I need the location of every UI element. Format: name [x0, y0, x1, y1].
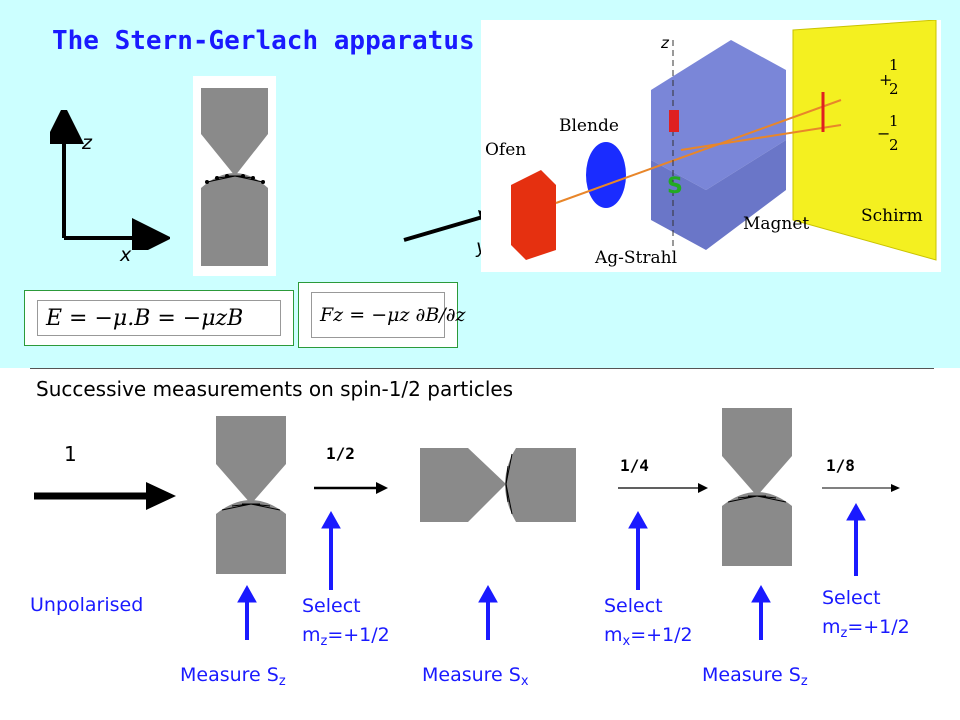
beam-arrow-half [314, 482, 388, 494]
magnet-sz-2 [722, 408, 792, 566]
z-axis-label: z [82, 132, 92, 154]
intensity-eighth: 1/8 [826, 456, 855, 475]
minus-sign: − [877, 124, 891, 143]
intensity-1: 1 [64, 442, 77, 466]
measure-sx-label: Measure Sx [422, 664, 529, 689]
unpolarised-label: Unpolarised [30, 594, 144, 616]
section-divider [30, 368, 934, 369]
intensity-half: 1/2 [326, 444, 355, 463]
plus-half-denominator: 2 [889, 80, 899, 98]
force-equation: Fz = −μz ∂B/∂z [311, 292, 466, 338]
select-mz-label-2: mz=+1/2 [822, 616, 910, 641]
minus-half-denominator: 2 [889, 136, 899, 154]
measure-sz-label-2: Measure Sz [702, 664, 808, 689]
apparatus-illustration: z Blende Ofen Magnet Schirm Ag-Strahl S … [481, 20, 941, 272]
energy-equation: E = −μ.B = −μzB [37, 300, 281, 336]
beam-arrow-quarter [618, 483, 708, 493]
magnet-sx [420, 448, 576, 522]
schirm-label: Schirm [861, 206, 923, 226]
magnet-cross-section-top [193, 76, 276, 276]
measure-sz-label-1: Measure Sz [180, 664, 286, 689]
x-axis-label: x [120, 244, 132, 266]
magnet-label: Magnet [743, 214, 810, 234]
force-equation-box: Fz = −μz ∂B/∂z [298, 282, 466, 348]
plus-sign: + [879, 70, 893, 89]
ofen-label: Ofen [485, 140, 527, 160]
slide-title: The Stern-Gerlach apparatus [52, 26, 475, 56]
select-label-1: Select [302, 595, 361, 617]
plus-half-numerator: 1 [889, 56, 899, 74]
z-axis-photo-label: z [661, 34, 669, 52]
section-heading: Successive measurements on spin-1/2 part… [36, 377, 514, 401]
magnet-sz-1 [216, 416, 286, 574]
beam-arrow-eighth [822, 484, 900, 492]
select-mz-label-1: mz=+1/2 [302, 624, 390, 649]
select-label-3: Select [822, 587, 881, 609]
intensity-quarter: 1/4 [620, 456, 649, 475]
energy-equation-box: E = −μ.B = −μzB [24, 290, 294, 346]
select-label-2: Select [604, 595, 663, 617]
beam-arrow-unpolarised [34, 482, 176, 510]
select-mx-label: mx=+1/2 [604, 624, 693, 649]
coordinate-axes [50, 110, 170, 250]
blende-label: Blende [559, 116, 619, 136]
minus-half-numerator: 1 [889, 112, 899, 130]
south-pole-label: S [667, 174, 683, 199]
ag-strahl-label: Ag-Strahl [595, 248, 678, 268]
